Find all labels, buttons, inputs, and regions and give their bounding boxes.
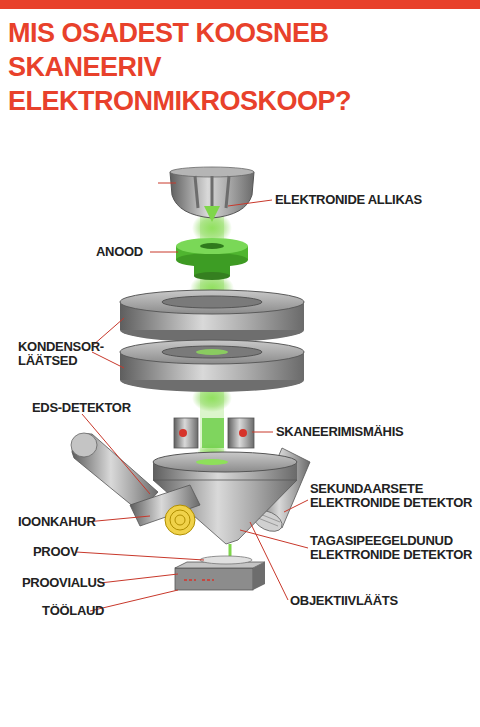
condenser-top xyxy=(120,290,304,314)
objective-top xyxy=(153,452,297,472)
part-label: KONDENSOR- LÄÄTSED xyxy=(18,340,118,368)
leader-lines xyxy=(76,183,308,611)
beam-glow xyxy=(196,459,228,465)
part-label: SKANEERIMISMÄHIS xyxy=(276,425,476,439)
scan-coil xyxy=(228,418,254,448)
scan-beam xyxy=(202,418,224,448)
sample xyxy=(200,556,252,564)
anode-top xyxy=(176,238,248,254)
anode-hole xyxy=(200,243,224,249)
leader-line xyxy=(86,516,150,522)
leader-line xyxy=(158,183,176,184)
part-label: OBJEKTIIVLÄÄTS xyxy=(290,594,470,608)
objective-cone xyxy=(153,480,297,544)
leader-line xyxy=(76,552,204,560)
ion-coil xyxy=(165,505,195,535)
part-label: TAGASIPEEGELDUNUD ELEKTRONIDE DETEKTOR xyxy=(310,534,475,562)
leader-line xyxy=(82,414,150,494)
beam-glow xyxy=(196,349,228,355)
source-top xyxy=(170,167,254,177)
stage-mark xyxy=(184,579,214,581)
leader-line xyxy=(252,432,273,433)
leader-line xyxy=(250,522,288,600)
ion-coil xyxy=(170,510,190,530)
leader-line xyxy=(92,352,124,368)
stage-side xyxy=(253,562,265,590)
ion-coil xyxy=(175,515,185,525)
part-label: PROOV xyxy=(33,545,113,559)
coil-dot xyxy=(239,429,247,437)
condenser-top xyxy=(120,340,304,364)
title: MIS OSADEST KOOSNEB SKANEERIV ELEKTRONMI… xyxy=(8,16,448,118)
condenser-bore xyxy=(162,346,262,358)
leader-line xyxy=(284,500,308,512)
leader-line xyxy=(150,252,178,253)
part-label: IOONKAHUR xyxy=(18,515,118,529)
part-label: EDS-DETEKTOR xyxy=(32,401,162,415)
emission-tip xyxy=(204,206,220,222)
coil-dot xyxy=(179,429,187,437)
scan-coil xyxy=(174,418,198,448)
anode-neck-bottom xyxy=(194,272,230,280)
leader-line xyxy=(100,574,178,583)
part-label: SEKUNDAARSETE ELEKTRONIDE DETEKTOR xyxy=(310,482,475,510)
condenser-bore xyxy=(162,296,262,308)
part-label: ELEKTRONIDE ALLIKAS xyxy=(275,193,475,207)
part-label: TÖÖLAUD xyxy=(42,604,142,618)
leader-line xyxy=(228,200,272,206)
part-label: ANOOD xyxy=(96,245,176,259)
part-label: PROOVIALUS xyxy=(22,576,122,590)
stage xyxy=(175,568,253,590)
top-bar xyxy=(0,0,480,9)
eds-cap xyxy=(71,433,97,457)
leader-line xyxy=(240,530,308,548)
